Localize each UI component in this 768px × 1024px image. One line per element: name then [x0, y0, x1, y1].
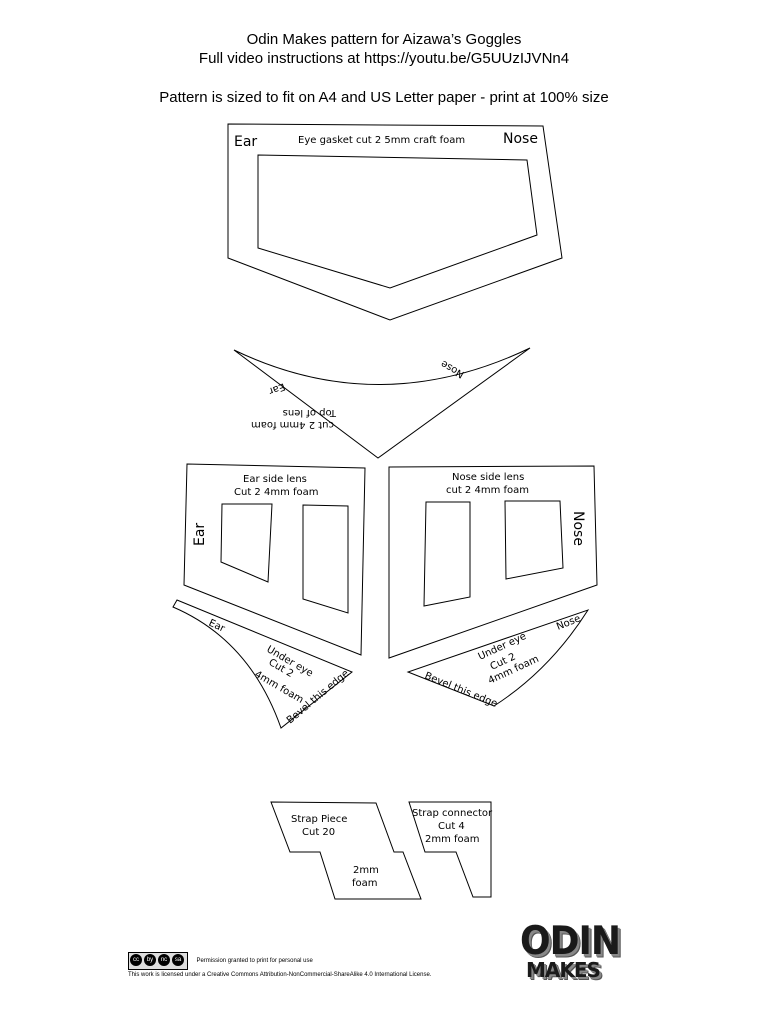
title-line-1: Odin Makes pattern for Aizawa’s Goggles	[246, 31, 522, 48]
ear-side-lens-piece: Ear side lens Cut 2 4mm foam Ear	[183, 463, 366, 656]
nc-icon: nc	[158, 954, 170, 966]
title-line-2: Full video instructions at https://youtu…	[198, 50, 570, 67]
ear-side-lens-line-1: Ear side lens	[243, 474, 307, 485]
cc-license-badge[interactable]: cc by nc sa	[128, 952, 188, 970]
license-block: cc by nc sa Permission granted to print …	[128, 952, 548, 978]
strap-connector-piece: Strap connector Cut 4 2mm foam	[408, 801, 493, 898]
nose-side-lens-line-2: cut 2 4mm foam	[446, 485, 529, 496]
print-instruction: Pattern is sized to fit on A4 and US Let…	[159, 89, 609, 106]
nose-side-lens-nose-label: Nose	[570, 511, 586, 546]
top-of-lens-piece: Ear Nose Top of lens cut 2 4mm foam	[233, 347, 531, 459]
strap-connector-line-3: 2mm foam	[425, 834, 480, 845]
top-of-lens-ear-label: Ear	[266, 380, 286, 396]
odin-makes-logo: ODIN MAKES	[520, 918, 621, 985]
strap-piece-line-2: Cut 20	[302, 827, 335, 838]
ear-side-lens-line-2: Cut 2 4mm foam	[234, 487, 319, 498]
nose-side-lens-line-1: Nose side lens	[452, 472, 524, 483]
eye-gasket-ear-label: Ear	[234, 134, 257, 150]
logo-line-1: ODIN	[520, 918, 621, 964]
eye-gasket-title: Eye gasket cut 2 5mm craft foam	[298, 135, 465, 146]
eye-gasket-piece: Ear Eye gasket cut 2 5mm craft foam Nose	[227, 123, 563, 321]
logo-line-2: MAKES	[526, 958, 601, 982]
top-of-lens-line-1: Top of lens	[283, 407, 337, 418]
strap-piece-line-3: 2mm	[353, 865, 379, 876]
by-icon: by	[144, 954, 156, 966]
license-text: This work is licensed under a Creative C…	[128, 972, 432, 979]
strap-connector-line-2: Cut 4	[438, 821, 465, 832]
strap-piece: Strap Piece Cut 20 2mm foam	[270, 801, 422, 900]
cc-icon: cc	[130, 954, 142, 966]
eye-gasket-nose-label: Nose	[503, 131, 538, 147]
ear-side-lens-ear-label: Ear	[192, 523, 208, 546]
nose-side-lens-piece: Nose side lens cut 2 4mm foam Nose	[388, 465, 598, 659]
top-of-lens-line-2: cut 2 4mm foam	[251, 419, 334, 430]
strap-piece-line-4: foam	[352, 878, 378, 889]
strap-piece-line-1: Strap Piece	[291, 814, 347, 825]
sa-icon: sa	[172, 954, 184, 966]
permission-text: Permission granted to print for personal…	[196, 958, 313, 964]
strap-connector-line-1: Strap connector	[412, 808, 493, 819]
